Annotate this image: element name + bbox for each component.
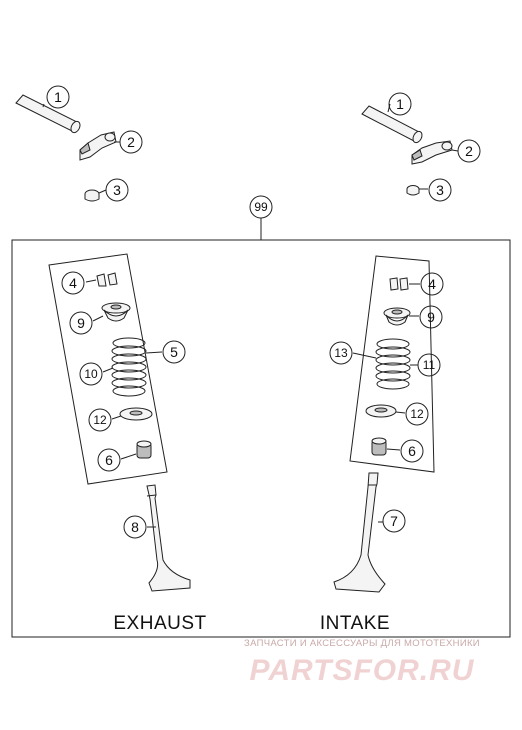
callout-exhaust-retainer: 9 (69, 311, 93, 335)
callout-exhaust-nut: 3 (105, 178, 129, 202)
svg-text:9: 9 (427, 309, 435, 325)
exhaust-group-box (48, 253, 168, 485)
exhaust-adjust-nut (84, 189, 100, 202)
svg-text:3: 3 (436, 182, 444, 198)
callout-intake-seat: 12 (405, 402, 429, 426)
intake-valve (333, 472, 386, 593)
intake-spring (375, 338, 411, 390)
callout-intake-rocker: 2 (457, 139, 481, 163)
svg-text:99: 99 (254, 200, 268, 214)
svg-text:1: 1 (54, 89, 62, 105)
kit-frame (11, 239, 511, 638)
callout-intake-retainer: 9 (419, 305, 443, 329)
callout-exhaust-spring-inner: 10 (79, 362, 103, 386)
svg-text:11: 11 (423, 358, 436, 372)
svg-text:1: 1 (396, 96, 404, 112)
svg-text:4: 4 (428, 276, 436, 292)
callout-intake-nut: 3 (428, 178, 452, 202)
svg-text:4: 4 (69, 275, 77, 291)
callout-exhaust-rod: 1 (46, 85, 70, 109)
exhaust-keepers (96, 272, 118, 287)
exhaust-rocker-shaft (15, 94, 81, 134)
callout-exhaust-keeper: 4 (61, 271, 85, 295)
svg-text:10: 10 (84, 367, 98, 381)
callout-intake-spring: 11 (417, 353, 441, 377)
exhaust-spring-seat (119, 407, 153, 421)
intake-rocker-arm (411, 140, 453, 165)
callout-intake-rod: 1 (388, 92, 412, 116)
svg-text:6: 6 (408, 443, 416, 459)
intake-label: INTAKE (320, 613, 390, 634)
watermark-tagline: ЗАПЧАСТИ И АКСЕССУАРЫ ДЛЯ МОТОТЕХНИКИ (244, 638, 480, 649)
svg-text:12: 12 (410, 407, 424, 421)
svg-text:13: 13 (334, 346, 348, 360)
intake-spring-seat (365, 404, 397, 418)
svg-text:8: 8 (131, 519, 139, 535)
exhaust-spring-retainer (101, 302, 131, 322)
intake-keepers (389, 277, 409, 291)
svg-text:9: 9 (77, 315, 85, 331)
callout-exhaust-seat: 12 (88, 408, 112, 432)
callout-kit: 99 (249, 195, 273, 219)
callout-exhaust-seal: 6 (97, 448, 121, 472)
intake-group-box (349, 255, 435, 473)
svg-text:2: 2 (127, 134, 135, 150)
callout-intake-seal: 6 (400, 439, 424, 463)
exhaust-label: EXHAUST (113, 613, 206, 634)
callout-intake-keeper: 4 (420, 272, 444, 296)
svg-text:7: 7 (390, 513, 398, 529)
callout-exhaust-valve: 8 (123, 515, 147, 539)
svg-text:6: 6 (105, 452, 113, 468)
intake-valve-seal (371, 437, 387, 456)
svg-text:5: 5 (170, 344, 178, 360)
exhaust-spring (111, 337, 147, 397)
intake-spring-retainer (383, 307, 411, 326)
svg-text:12: 12 (93, 413, 107, 427)
exhaust-valve (146, 484, 191, 592)
svg-text:3: 3 (113, 182, 121, 198)
callout-exhaust-spring: 5 (162, 340, 186, 364)
svg-text:2: 2 (465, 143, 473, 159)
callout-exhaust-rocker: 2 (119, 130, 143, 154)
exhaust-rocker-arm (79, 131, 117, 161)
callout-intake-valve: 7 (382, 509, 406, 533)
callout-intake-spring-outer: 13 (329, 341, 353, 365)
watermark-brand: PARTSFOR.RU (250, 654, 475, 687)
intake-adjust-nut (406, 185, 420, 196)
exhaust-valve-seal (136, 440, 152, 459)
intake-rocker-shaft (361, 105, 423, 144)
